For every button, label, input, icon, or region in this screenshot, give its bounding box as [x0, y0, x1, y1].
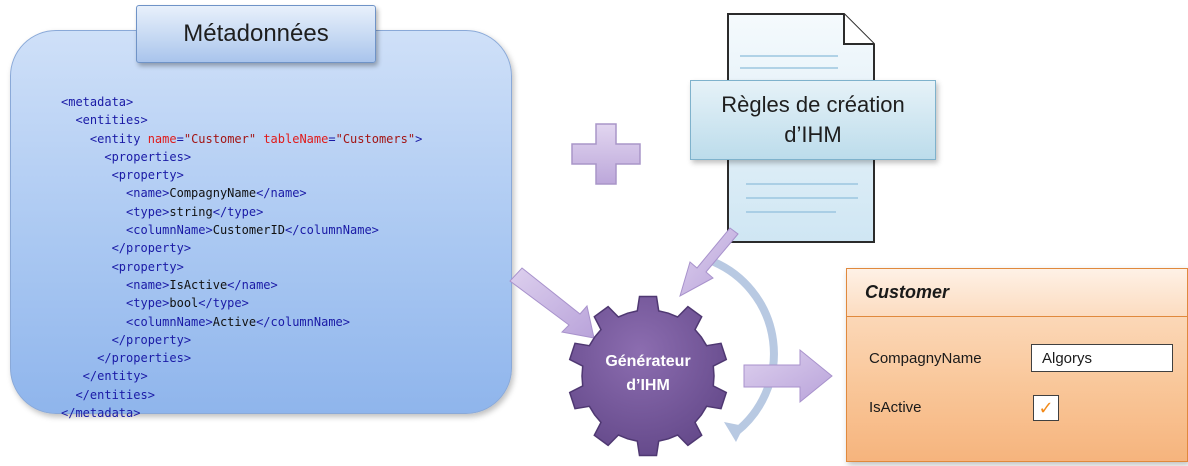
generator-line-2: d’IHM: [626, 377, 670, 394]
xml-token: </properties>: [61, 351, 192, 366]
xml-token: <property>: [61, 168, 184, 183]
xml-line: <name>CompagnyName</name>: [61, 184, 422, 202]
rules-line-2: d’IHM: [784, 122, 842, 147]
xml-token: IsActive: [169, 277, 228, 292]
rules-box: Règles de création d’IHM: [690, 80, 936, 160]
xml-line: </properties>: [61, 349, 422, 367]
xml-token: </property>: [61, 241, 192, 256]
xml-token: <properties>: [61, 149, 192, 164]
xml-line: <type>bool</type>: [61, 294, 422, 312]
gear-body: [568, 295, 728, 457]
xml-token: <columnName>: [61, 223, 213, 238]
xml-line: </entities>: [61, 386, 422, 404]
isactive-checkbox[interactable]: ✓: [1033, 395, 1059, 421]
arrow-metadata-to-generator: [509, 267, 595, 339]
xml-token: </metadata>: [61, 406, 141, 421]
metadata-title: Métadonnées: [136, 5, 376, 63]
plus-icon: [571, 123, 641, 185]
xml-token: <entity: [61, 131, 148, 146]
xml-token: "Customers": [335, 131, 416, 146]
xml-line: <columnName>Active</columnName>: [61, 313, 422, 331]
compagnyname-input[interactable]: Algorys: [1031, 344, 1173, 372]
xml-token: <type>: [61, 204, 170, 219]
xml-token: <property>: [61, 259, 184, 274]
xml-line: </property>: [61, 239, 422, 257]
xml-token: <name>: [61, 186, 170, 201]
xml-token: <metadata>: [61, 95, 134, 109]
xml-line: </property>: [61, 331, 422, 349]
xml-token: <type>: [61, 296, 170, 311]
isactive-label: IsActive: [869, 399, 922, 416]
xml-line: <columnName>CustomerID</columnName>: [61, 221, 422, 239]
compagnyname-value: Algorys: [1042, 349, 1093, 367]
xml-token: </name>: [256, 186, 307, 201]
xml-token: bool: [169, 296, 199, 311]
xml-line: <metadata>: [61, 93, 422, 111]
xml-token: </columnName>: [256, 314, 350, 329]
cycle-arc-head: [724, 422, 744, 442]
generator-label: Générateur d’IHM: [570, 350, 726, 398]
metadata-panel: <metadata> <entities> <entity name="Cust…: [10, 30, 512, 420]
checkmark-icon: ✓: [1038, 397, 1054, 419]
xml-token: </type>: [212, 204, 264, 219]
xml-line: <entities>: [61, 111, 422, 129]
generator-line-1: Générateur: [605, 353, 691, 370]
xml-line: </metadata>: [61, 404, 422, 422]
xml-token: Active: [212, 314, 257, 329]
xml-token: "Customer": [183, 131, 257, 146]
xml-token: =: [176, 131, 184, 146]
xml-code-block: <metadata> <entities> <entity name="Cust…: [61, 93, 422, 422]
xml-line: <property>: [61, 166, 422, 184]
xml-token: string: [169, 204, 213, 219]
compagnyname-label: CompagnyName: [869, 350, 982, 367]
xml-token: <name>: [61, 277, 170, 292]
gear-icon: [568, 295, 728, 457]
xml-token: </name>: [227, 277, 278, 292]
cycle-arc: [710, 258, 778, 436]
arrow-rules-to-generator: [679, 227, 739, 298]
xml-token: name: [147, 131, 177, 146]
xml-token: </entities>: [61, 387, 155, 402]
xml-line: <properties>: [61, 148, 422, 166]
xml-token: </columnName>: [284, 223, 379, 238]
xml-token: tableName: [263, 131, 329, 146]
form-title: Customer: [847, 269, 1187, 317]
arrow-generator-to-form: [743, 348, 833, 404]
xml-token: CompagnyName: [169, 186, 257, 201]
xml-line: <property>: [61, 258, 422, 276]
xml-token: </type>: [198, 296, 249, 311]
xml-token: =: [328, 131, 336, 146]
xml-line: <type>string</type>: [61, 203, 422, 221]
xml-token: <columnName>: [61, 314, 213, 329]
xml-token: </entity>: [61, 369, 148, 384]
rules-line-1: Règles de création: [721, 92, 905, 117]
xml-token: >: [415, 131, 423, 146]
xml-token: </property>: [61, 332, 192, 347]
xml-token: <entities>: [61, 113, 148, 128]
customer-form: Customer CompagnyName Algorys IsActive ✓: [846, 268, 1188, 462]
xml-line: <entity name="Customer" tableName="Custo…: [61, 130, 422, 148]
xml-token: CustomerID: [212, 223, 285, 238]
xml-line: <name>IsActive</name>: [61, 276, 422, 294]
xml-line: </entity>: [61, 367, 422, 385]
